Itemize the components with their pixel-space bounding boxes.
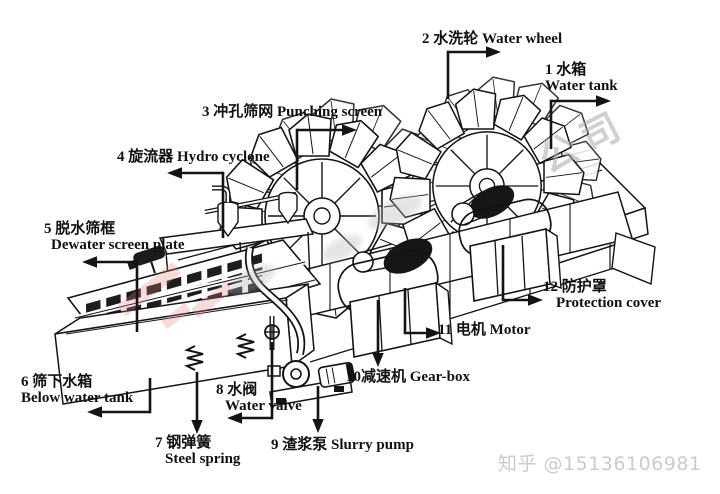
label-below-water-tank-en: Below water tank <box>21 390 134 406</box>
label-water-tank-zh: 1 水箱 <box>545 62 587 78</box>
protection-cover-right <box>451 185 562 302</box>
label-water-valve-zh: 8 水阀 <box>216 382 258 398</box>
protection-cover-mid <box>337 238 453 358</box>
arrow-hydro-cyclone <box>167 167 225 238</box>
slurry-pump <box>267 360 356 407</box>
arrow-water-wheel <box>446 46 501 99</box>
label-steel-spring-zh: 7 钢弹簧 <box>155 435 212 451</box>
pink-watermark <box>117 262 234 330</box>
label-water-valve-en: Water valve <box>225 398 302 414</box>
arrow-punching-screen <box>295 124 357 190</box>
discharge-chute <box>611 232 656 286</box>
label-dewater-screen-zh: 5 脱水筛框 <box>44 221 116 237</box>
label-water-tank: 1 水箱 Water tank <box>545 62 618 94</box>
label-below-water-tank-zh: 6 筛下水箱 <box>21 374 93 390</box>
label-below-water-tank: 6 筛下水箱 Below water tank <box>21 374 133 406</box>
label-slurry-pump: 9 渣浆泵 Slurry pump <box>271 437 414 453</box>
arrow-protection-cover <box>501 245 543 306</box>
arrow-gear-box <box>372 300 384 367</box>
label-dewater-screen: 5 脱水筛框 Dewater screen plate <box>44 221 185 253</box>
label-protection-cover-en: Protection cover <box>556 295 662 311</box>
callout-arrows <box>82 46 611 434</box>
arrow-steel-spring <box>191 372 203 434</box>
label-punching-screen: 3 冲孔筛网 Punching screen <box>202 104 383 120</box>
arrow-motor <box>403 288 441 339</box>
label-water-wheel: 2 水洗轮 Water wheel <box>422 31 563 47</box>
label-motor: 11 电机 Motor <box>438 322 531 338</box>
arrow-dewater-screen <box>82 256 139 332</box>
arrow-below-water-tank <box>87 378 152 418</box>
label-water-tank-en: Water tank <box>545 78 618 94</box>
arrow-slurry-pump <box>312 386 324 433</box>
gray-watermark-smudges <box>228 194 423 296</box>
label-protection-cover: 12 防护罩 Protection cover <box>543 279 661 311</box>
below-water-tank <box>54 282 315 405</box>
motor-body <box>383 238 433 274</box>
label-gear-box: 10减速机 Gear-box <box>346 369 471 385</box>
steel-springs <box>184 333 255 371</box>
arrow-water-valve <box>227 342 274 424</box>
zhihu-watermark: 知乎 @15136106981 <box>498 453 702 475</box>
label-protection-cover-zh: 12 防护罩 <box>543 279 607 295</box>
label-steel-spring: 7 钢弹簧 Steel spring <box>155 435 240 467</box>
label-hydro-cyclone: 4 旋流器 Hydro cyclone <box>117 149 270 165</box>
label-dewater-screen-en: Dewater screen plate <box>51 237 185 253</box>
label-steel-spring-en: Steel spring <box>165 451 241 467</box>
slurry-pipe <box>244 247 306 355</box>
arrow-water-tank <box>549 95 611 149</box>
label-water-valve: 8 水阀 Water valve <box>216 382 302 414</box>
